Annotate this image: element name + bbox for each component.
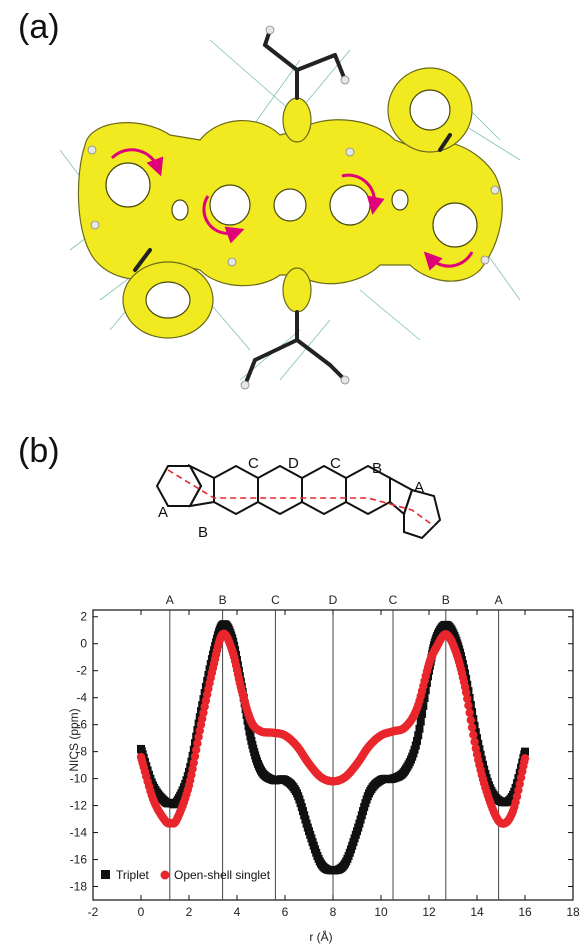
region-label-b: B <box>219 593 227 607</box>
triplet-point <box>521 747 529 756</box>
triplet-point <box>245 727 254 736</box>
x-tick-label: 10 <box>374 905 388 919</box>
region-label-a: A <box>166 593 174 607</box>
singlet-point <box>514 786 523 795</box>
x-tick-label: 2 <box>186 905 193 919</box>
triplet-point <box>357 811 366 820</box>
ring-label-c-left: C <box>248 455 259 472</box>
region-label-d: D <box>329 593 338 607</box>
panel-a-label: (a) <box>18 8 60 46</box>
triplet-point <box>300 811 309 820</box>
singlet-point <box>465 708 474 717</box>
triplet-point <box>410 745 419 754</box>
singlet-point <box>470 737 479 747</box>
singlet-point <box>461 688 471 697</box>
ring-label-a-right: A <box>414 479 424 496</box>
x-tick-label: 6 <box>282 905 289 919</box>
panel-b-label: (b) <box>18 432 60 470</box>
triplet-point <box>413 736 421 745</box>
legend-marker-singlet <box>160 870 170 880</box>
x-tick-label: 18 <box>566 905 580 919</box>
ring-label-d: D <box>288 455 299 472</box>
triplet-point <box>419 701 428 710</box>
x-tick-label: 0 <box>138 905 145 919</box>
region-label-b: B <box>442 593 450 607</box>
y-tick-label: -12 <box>70 799 88 813</box>
triplet-point <box>246 732 255 741</box>
singlet-point <box>515 779 524 789</box>
triplet-point <box>247 736 256 745</box>
legend-label-triplet: Triplet <box>116 868 150 882</box>
y-tick-label: -16 <box>70 853 88 867</box>
triplet-point <box>299 807 307 816</box>
triplet-point <box>244 722 253 731</box>
acid-isosurface-illustration <box>59 25 521 390</box>
ring-label-c-right: C <box>330 455 341 472</box>
singlet-point <box>467 723 477 732</box>
y-tick-label: -2 <box>76 664 87 678</box>
region-label-a: A <box>495 593 503 607</box>
legend: Triplet Open-shell singlet <box>101 868 271 882</box>
triplet-point <box>301 815 310 824</box>
triplet-point <box>297 803 306 812</box>
legend-label-singlet: Open-shell singlet <box>174 868 271 882</box>
triplet-point <box>420 693 429 702</box>
triplet-point <box>473 734 481 743</box>
y-tick-label: -8 <box>76 745 87 759</box>
singlet-point <box>193 739 202 748</box>
triplet-point <box>418 709 427 718</box>
triplet-point <box>414 731 423 740</box>
triplet-point <box>411 741 420 750</box>
triplet-point <box>356 815 365 824</box>
singlet-point <box>520 754 530 763</box>
x-tick-label: 14 <box>470 905 484 919</box>
region-label-c: C <box>389 593 398 607</box>
y-tick-label: 0 <box>80 637 87 651</box>
ring-label-b-left: B <box>198 524 208 541</box>
triplet-point <box>359 807 367 816</box>
x-tick-label: 16 <box>518 905 532 919</box>
region-label-c: C <box>271 593 280 607</box>
y-tick-label: -18 <box>70 880 88 894</box>
x-tick-label: -2 <box>88 905 99 919</box>
y-axis-label: NICS (ppm) <box>67 708 81 771</box>
x-tick-label: 12 <box>422 905 436 919</box>
singlet-point <box>189 758 198 768</box>
series-layer <box>136 620 530 875</box>
y-tick-label: -10 <box>70 772 88 786</box>
series-open-shell-singlet <box>136 629 530 828</box>
ring-label-a-left: A <box>158 504 168 521</box>
singlet-point <box>463 694 472 703</box>
singlet-point <box>469 730 478 740</box>
x-axis-label: r (Å) <box>309 929 332 944</box>
ring-label-b-right: B <box>372 460 382 477</box>
triplet-point <box>415 724 424 733</box>
singlet-point <box>466 715 476 725</box>
x-tick-label: 8 <box>330 905 337 919</box>
y-tick-label: 2 <box>80 610 87 624</box>
y-tick-label: -6 <box>76 718 87 732</box>
triplet-point <box>416 717 425 726</box>
y-tick-label: -4 <box>76 691 87 705</box>
x-tick-label: 4 <box>234 905 241 919</box>
singlet-point <box>464 701 473 710</box>
singlet-point <box>190 752 200 761</box>
legend-marker-triplet <box>101 870 110 879</box>
y-tick-label: -14 <box>70 826 88 840</box>
triplet-point <box>355 819 364 828</box>
singlet-point <box>194 732 203 742</box>
singlet-point <box>192 745 201 755</box>
